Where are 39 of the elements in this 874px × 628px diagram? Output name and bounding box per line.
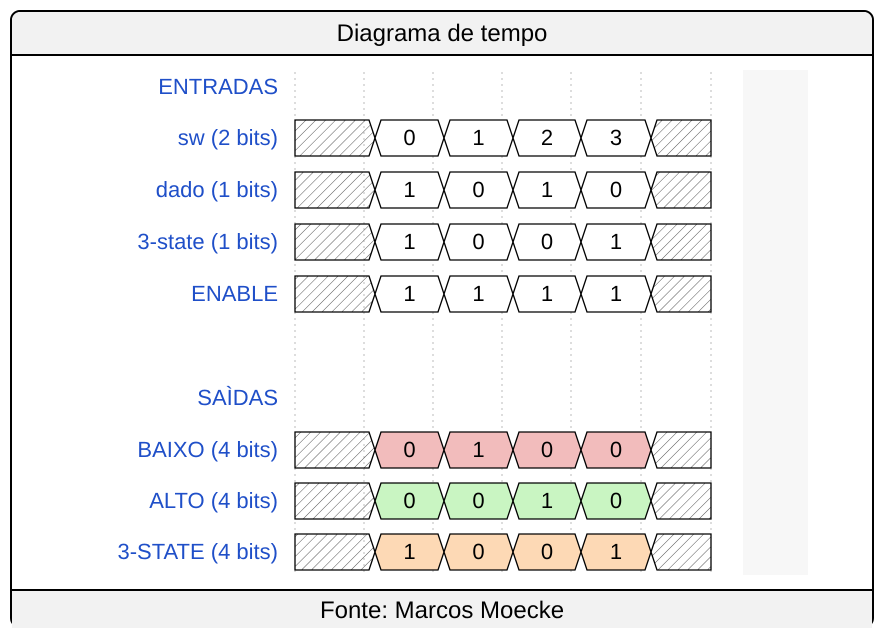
- bus-value: 0: [608, 437, 624, 463]
- bus-value: 0: [402, 437, 417, 463]
- bus-value: 1: [402, 177, 417, 203]
- bus-value: 2: [540, 125, 554, 151]
- bus-value: 1: [402, 539, 417, 565]
- bus-value: 0: [608, 488, 624, 514]
- bus-value: 0: [471, 488, 486, 514]
- signal-name: ENABLE: [190, 281, 278, 307]
- signal-name: BAIXO (4 bits): [136, 437, 278, 463]
- bus-value: 0: [540, 229, 554, 255]
- signal-name: 3-STATE (4 bits): [116, 539, 278, 565]
- bus-value: 0: [471, 177, 486, 203]
- bus-value: 1: [471, 281, 486, 307]
- bus-value: 1: [471, 125, 486, 151]
- bus-value: 1: [608, 229, 624, 255]
- bus-value: 0: [471, 229, 486, 255]
- bus-value: 1: [402, 281, 417, 307]
- group-heading: ENTRADAS: [157, 74, 278, 100]
- bus-value: 0: [471, 539, 486, 565]
- bus-value: 0: [402, 488, 417, 514]
- bus-value: 1: [540, 177, 554, 203]
- signal-name: ALTO (4 bits): [148, 488, 278, 514]
- bus-value: 0: [608, 177, 624, 203]
- bus-value: 0: [540, 539, 554, 565]
- signal-name: dado (1 bits): [154, 177, 278, 203]
- bus-value: 1: [540, 488, 554, 514]
- bus-value: 1: [608, 539, 624, 565]
- bus-value: 1: [540, 281, 554, 307]
- bus-value: 3: [608, 125, 624, 151]
- signal-name: 3-state (1 bits): [136, 229, 278, 255]
- caption: Fonte: Marcos Moecke: [12, 589, 872, 628]
- title: Diagrama de tempo: [12, 12, 872, 56]
- bus-value: 1: [402, 229, 417, 255]
- bus-value: 0: [402, 125, 417, 151]
- signal-name: sw (2 bits): [176, 125, 278, 151]
- bus-value: 0: [540, 437, 554, 463]
- bus-value: 1: [608, 281, 624, 307]
- bus-value: 1: [471, 437, 486, 463]
- group-heading: SAÌDAS: [196, 385, 278, 411]
